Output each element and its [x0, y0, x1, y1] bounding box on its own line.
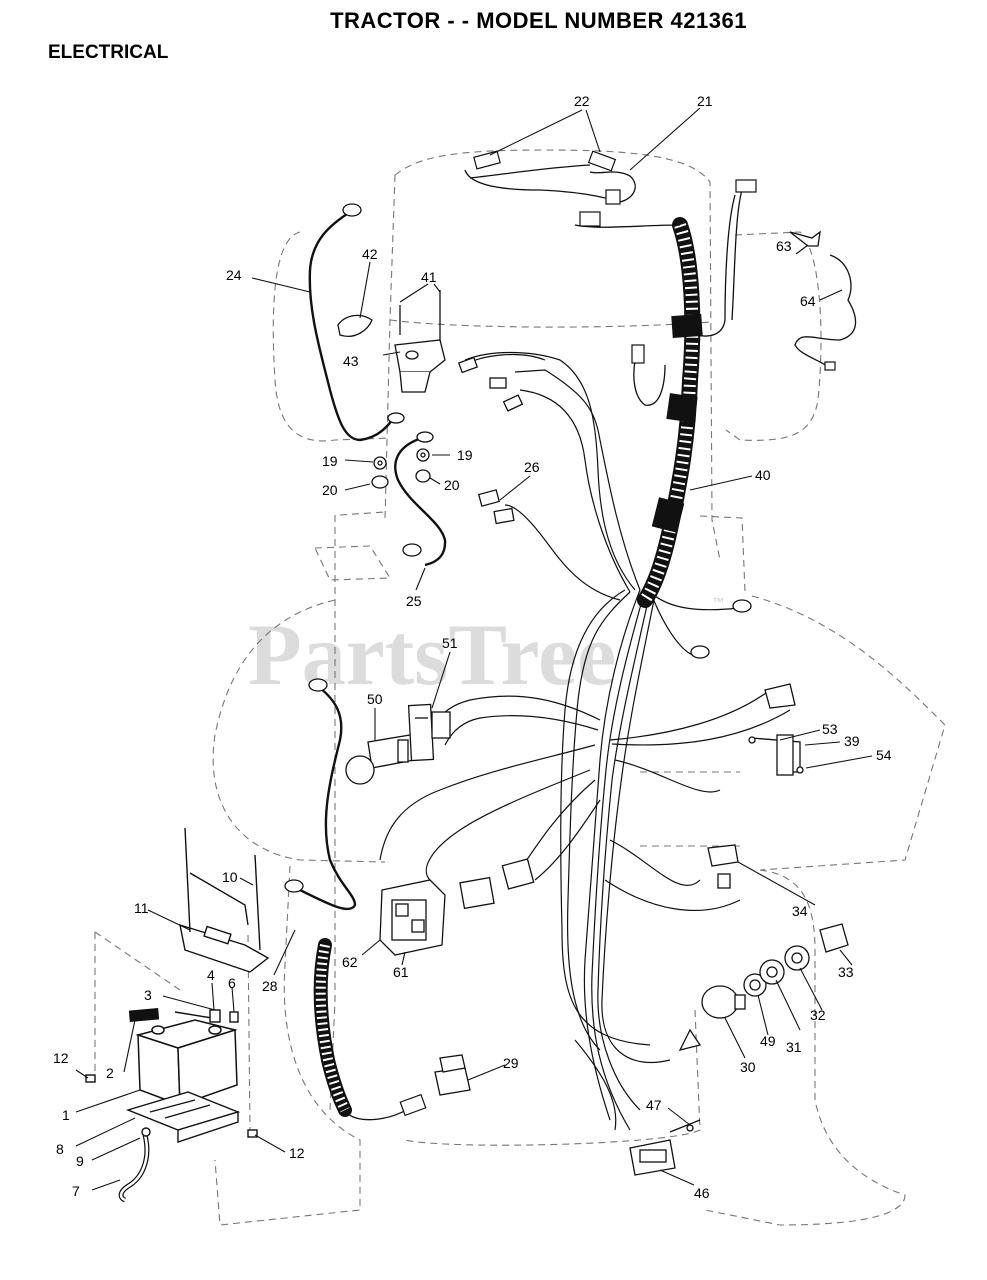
wire-conduit-rear — [313, 938, 427, 1121]
watermark-text: PartsTree — [248, 607, 616, 704]
key-33 — [819, 923, 849, 953]
nut-4 — [209, 1009, 221, 1023]
battery-1 — [135, 1019, 238, 1107]
callout-11: 11 — [134, 900, 149, 916]
callout-40: 40 — [755, 467, 771, 483]
callout-19-right: 19 — [457, 447, 473, 463]
callout-51: 51 — [442, 635, 458, 651]
key-switch-30 — [701, 985, 739, 1019]
callout-19-left: 19 — [322, 453, 338, 469]
callout-63: 63 — [776, 238, 792, 254]
main-wire-harness — [379, 351, 791, 1131]
key-switch-assembly — [678, 923, 849, 1051]
callout-62: 62 — [342, 954, 358, 970]
wire-conduit-40 — [637, 217, 703, 608]
front-panel-outline — [389, 319, 713, 328]
battery-bracket-11 — [179, 923, 270, 973]
callout-30: 30 — [740, 1059, 756, 1075]
callout-61: 61 — [393, 964, 409, 980]
callout-31: 31 — [786, 1039, 802, 1055]
callout-43: 43 — [343, 353, 359, 369]
interlock-switch-53 — [748, 683, 804, 776]
callout-1: 1 — [62, 1107, 70, 1123]
cable-28 — [299, 687, 357, 911]
callout-39: 39 — [844, 733, 860, 749]
battery-leader — [94, 931, 251, 1131]
callout-4: 4 — [207, 967, 215, 983]
hour-meter-46 — [629, 1119, 701, 1176]
battery-cables — [299, 210, 447, 911]
callout-22: 22 — [574, 93, 590, 109]
frame-cross — [640, 771, 740, 847]
callout-12-right: 12 — [289, 1145, 305, 1161]
seat-switch-34 — [707, 844, 739, 889]
callout-26: 26 — [524, 459, 540, 475]
light-switch-63 — [631, 179, 857, 406]
leader-lines — [75, 107, 873, 1191]
rod-10 — [184, 827, 191, 933]
callout-2: 2 — [106, 1065, 114, 1081]
callout-47: 47 — [646, 1097, 662, 1113]
battery-tray-8 — [125, 1091, 241, 1143]
dash-outline — [339, 511, 746, 593]
callout-9: 9 — [76, 1153, 84, 1169]
callout-labels: 22 21 24 42 41 43 19 19 20 20 26 40 25 5… — [53, 93, 892, 1201]
callout-10: 10 — [222, 869, 238, 885]
callout-41: 41 — [421, 269, 437, 285]
callout-7: 7 — [72, 1183, 80, 1199]
watermark-trademark: ™ — [712, 595, 724, 609]
frame-rail-left — [329, 515, 336, 1111]
washer-6 — [229, 1011, 239, 1023]
callout-25: 25 — [406, 593, 422, 609]
cable-24 — [308, 210, 393, 442]
callout-32: 32 — [810, 1007, 826, 1023]
deck-outline-right — [751, 595, 946, 871]
clip-9 — [141, 1127, 151, 1137]
bolt-2 — [128, 1008, 160, 1022]
callout-53: 53 — [822, 721, 838, 737]
cable-25 — [394, 436, 447, 567]
right-headlight-outline — [725, 231, 822, 441]
left-headlight-outline — [272, 231, 391, 442]
callout-28: 28 — [262, 978, 278, 994]
callout-20-right: 20 — [444, 477, 460, 493]
callout-12-left: 12 — [53, 1050, 69, 1066]
ignition-switch-50 — [345, 734, 415, 785]
cable-terminals — [284, 203, 752, 893]
fender-right-outline — [704, 869, 906, 1226]
callout-34: 34 — [792, 903, 808, 919]
callout-6: 6 — [228, 975, 236, 991]
starter-solenoid-43 — [337, 290, 446, 489]
callout-33: 33 — [838, 964, 854, 980]
callout-42: 42 — [362, 246, 378, 262]
callout-3: 3 — [144, 987, 152, 1003]
hood-outline — [394, 149, 721, 561]
callout-20-left: 20 — [322, 482, 338, 498]
callout-29: 29 — [503, 1055, 519, 1071]
fender-left-outline — [214, 865, 361, 1226]
callout-54: 54 — [876, 747, 892, 763]
headlight-harness-21 — [464, 150, 681, 228]
page-title: TRACTOR - - MODEL NUMBER 421361 — [330, 8, 747, 33]
hood-outline-left — [384, 174, 396, 521]
battery-hardware — [85, 827, 261, 1203]
callout-21: 21 — [697, 93, 713, 109]
callout-49: 49 — [760, 1033, 776, 1049]
callout-8: 8 — [56, 1141, 64, 1157]
callout-24: 24 — [226, 267, 242, 283]
module-51 — [407, 703, 451, 762]
deck-outline — [212, 599, 386, 863]
relay-29 — [434, 1054, 471, 1096]
callout-64: 64 — [800, 293, 816, 309]
callout-50: 50 — [367, 691, 383, 707]
callout-46: 46 — [694, 1185, 710, 1201]
clip-12-right — [247, 1129, 258, 1138]
clip-12-left — [85, 1074, 96, 1083]
seat-step-outline — [314, 545, 391, 581]
frame-rail-right — [404, 1009, 701, 1146]
section-heading: ELECTRICAL — [48, 42, 169, 63]
switch-module-61 — [379, 858, 535, 956]
connector-26 — [457, 356, 524, 525]
